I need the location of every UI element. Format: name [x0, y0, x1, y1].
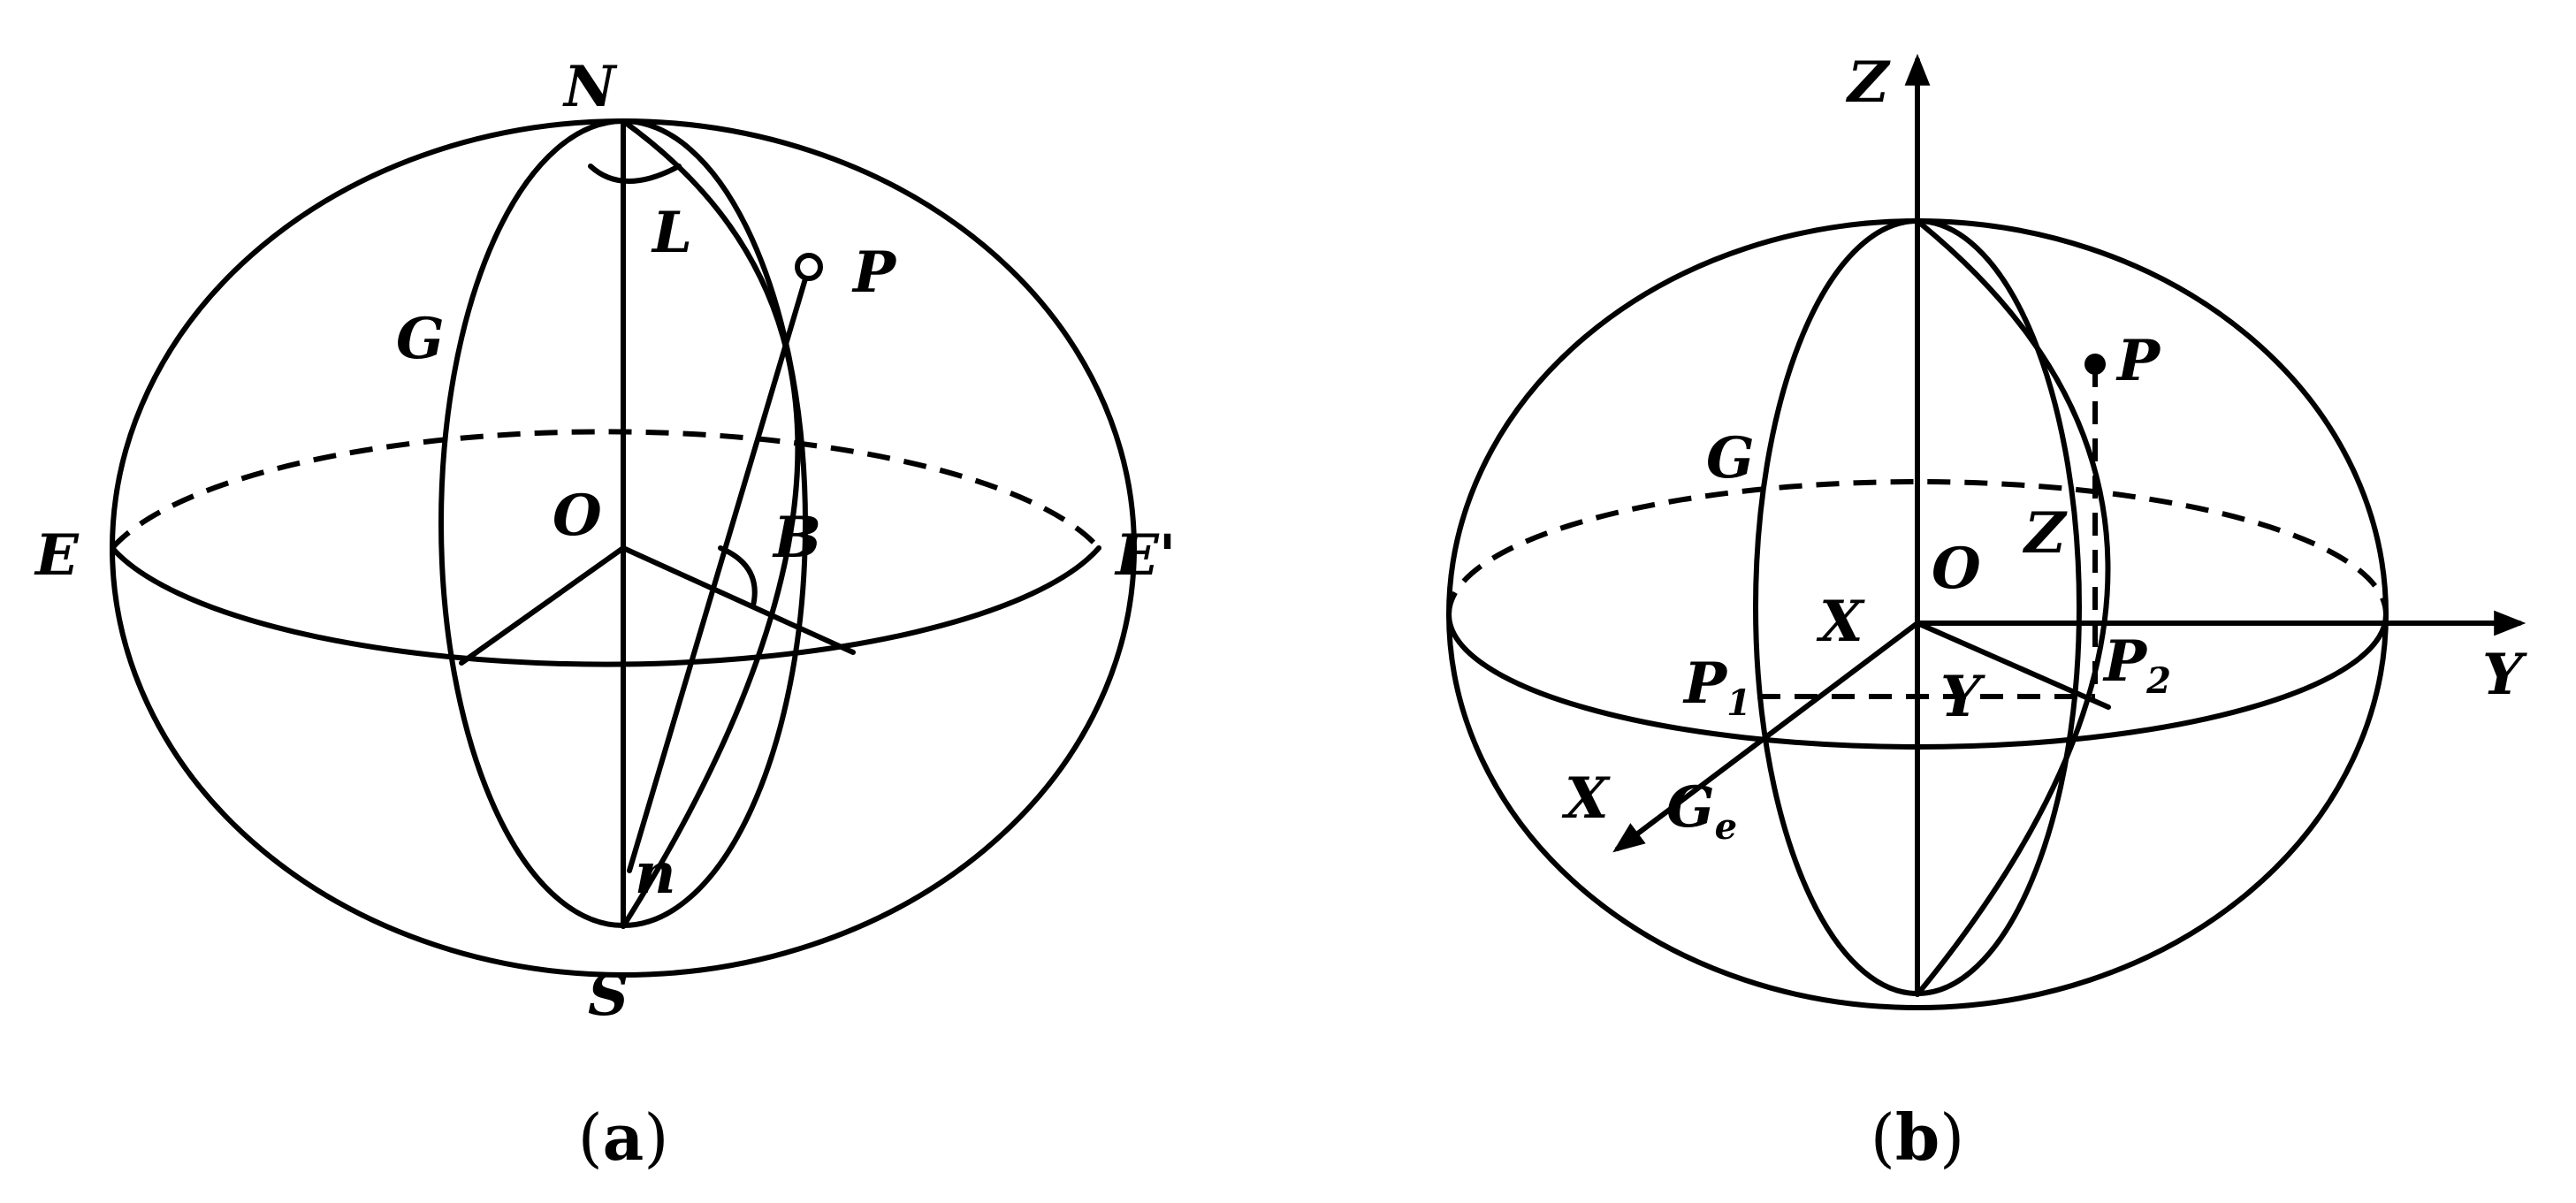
panel-a-point-p [795, 253, 823, 281]
panel-a-normal-line [627, 264, 812, 873]
panel-b-label-p1: P1 [1682, 651, 1751, 724]
panel-a-longitude-arc [588, 164, 682, 184]
panel-b-caption: (b) [1871, 1100, 1965, 1175]
panel-b-label-p2: P2 [2102, 628, 2171, 702]
panel-a-label-o: O [553, 483, 602, 549]
panel-a-label-g: G [396, 306, 445, 372]
panel-b-label-y-coord: Y [1940, 664, 1985, 730]
panel-a-caption: (a) [578, 1100, 669, 1175]
panel-b-label-z-coord: Z [2022, 500, 2068, 567]
panel-a-label-b: B [772, 505, 821, 571]
panel-a-equator-back [110, 429, 1101, 550]
panel-a-label-p: P [851, 240, 897, 306]
panel-a-label-l: L [651, 200, 692, 266]
panel-b-meridian-p [1915, 218, 2111, 997]
panel-a-label-e: E [34, 522, 80, 589]
panel-a-equator-front [110, 545, 1101, 667]
panel-b-label-g: G [1706, 425, 1755, 491]
panel-b-equator-back [1446, 479, 2389, 615]
panel-a-radius-right [621, 545, 856, 655]
panel-b-label-y-axis: Y [2482, 642, 2527, 708]
panel-a-radius-left [459, 545, 626, 666]
panel-a-label-s: S [588, 963, 629, 1029]
panel-b-ellipsoid-cartesian: Z Y X P G O Z X Y P1 P2 Ge (b) [1446, 49, 2527, 1175]
panel-a-label-n-small: n [635, 841, 676, 907]
panel-a-latitude-arc [718, 545, 758, 608]
panel-a-ellipsoid-geodetic: N S E E' L P G O B n (a) [34, 54, 1176, 1175]
panel-a-meridian-p [621, 118, 801, 929]
panel-b-point-p [2084, 354, 2106, 375]
panel-b-label-o: O [1932, 536, 1981, 602]
panel-b-label-z-axis: Z [1845, 49, 1891, 116]
panel-b-label-x-coord: X [1816, 589, 1865, 655]
panel-a-label-e-prime: E' [1114, 522, 1176, 589]
panel-b-x-axis [1612, 621, 1920, 853]
panel-b-label-x-axis: X [1561, 765, 1611, 832]
panel-b-label-p: P [2115, 328, 2161, 394]
panel-b-label-ge: Ge [1666, 774, 1737, 848]
panel-b-o-to-p2 [1915, 621, 2111, 710]
panel-a-label-n: N [562, 54, 618, 120]
